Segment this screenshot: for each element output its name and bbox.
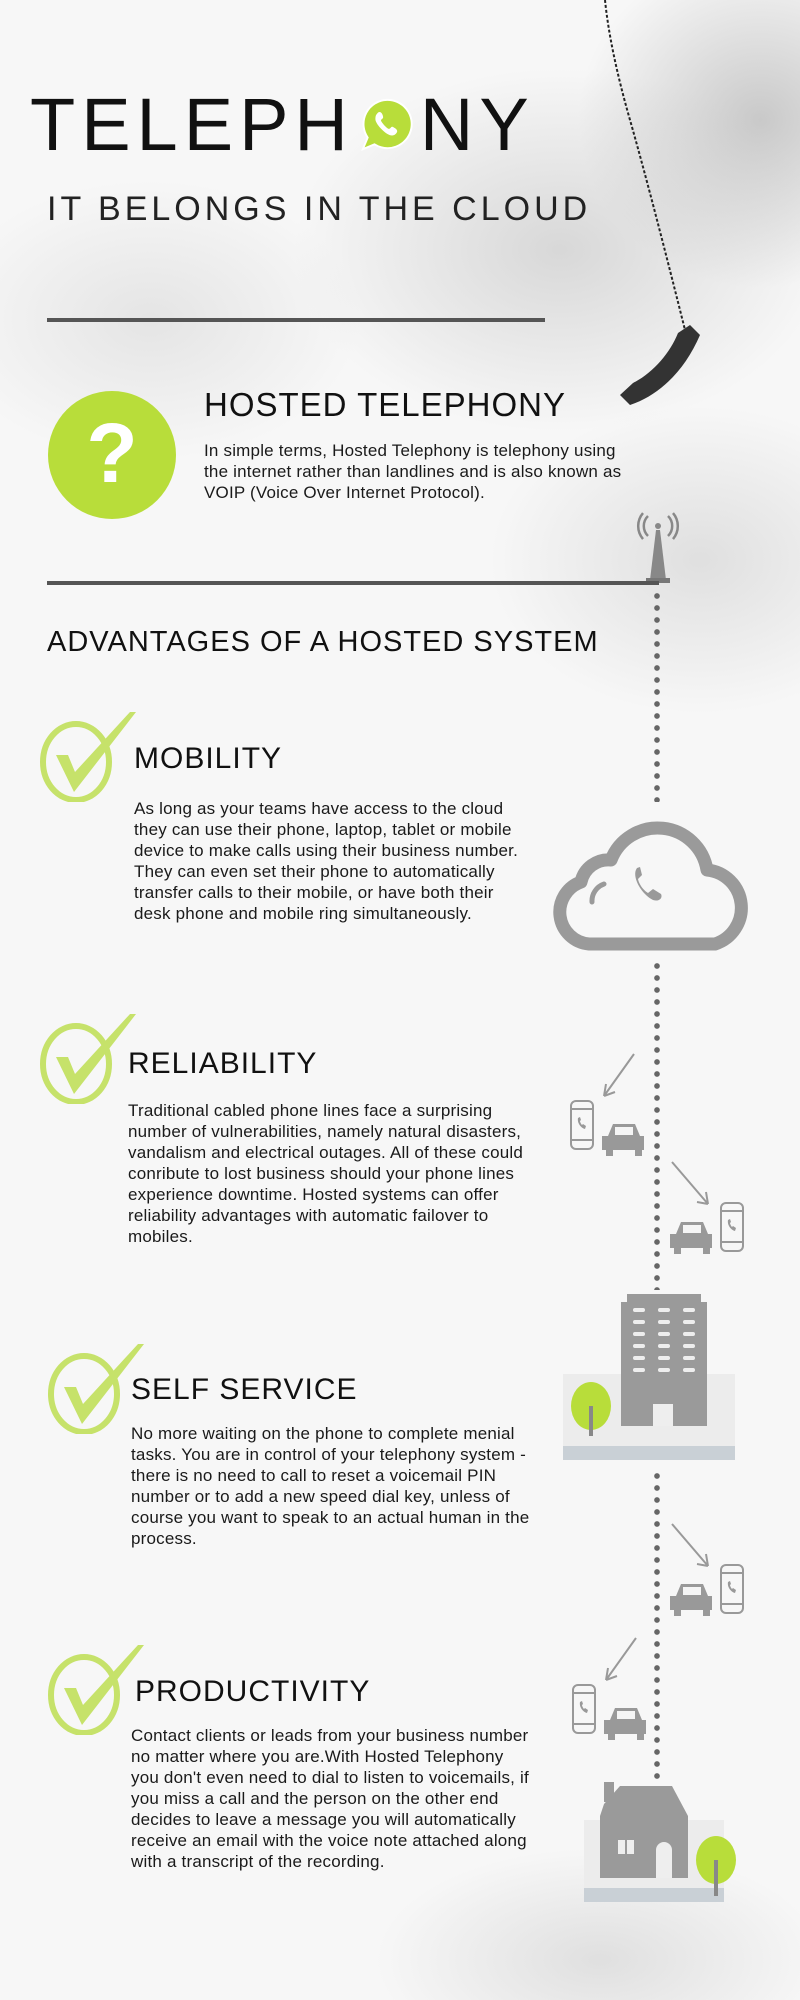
advantage-title: PRODUCTIVITY	[135, 1675, 371, 1708]
advantage-text: No more waiting on the phone to complete…	[131, 1424, 530, 1548]
checkmark-icon	[38, 710, 138, 802]
question-icon: ?	[48, 391, 176, 519]
divider	[47, 581, 659, 585]
hanging-phone-icon	[604, 0, 700, 405]
checkmark-icon	[46, 1643, 146, 1735]
svg-text:?: ?	[86, 406, 137, 500]
checkmark-icon	[38, 1012, 138, 1104]
house-icon	[584, 1782, 736, 1902]
cloud-phone-icon	[553, 821, 748, 951]
advantage-title: SELF SERVICE	[131, 1373, 358, 1406]
advantage-text: Contact clients or leads from your busin…	[131, 1726, 529, 1871]
advantage-text: Traditional cabled phone lines face a su…	[128, 1101, 524, 1246]
signal-tower-icon	[636, 512, 680, 583]
chat-phone-icon	[360, 98, 413, 151]
advantages-title: ADVANTAGES OF A HOSTED SYSTEM	[47, 626, 599, 658]
car-phone-icon	[670, 1161, 744, 1254]
hosted-text: In simple terms, Hosted Telephony is tel…	[204, 441, 622, 502]
dotted-route	[654, 590, 660, 802]
logo-text-end: NY	[419, 83, 535, 166]
advantage-title: RELIABILITY	[128, 1047, 318, 1080]
advantage-title: MOBILITY	[134, 742, 283, 775]
logo-title: TELEPH NY	[30, 88, 535, 162]
advantage-text: As long as your teams have access to the…	[134, 799, 518, 923]
office-building-icon	[563, 1294, 735, 1460]
logo-text-start: TELEPH	[30, 83, 354, 166]
phone-car-icon	[570, 1053, 644, 1156]
phone-car-icon	[572, 1637, 646, 1740]
dotted-route	[654, 1470, 660, 1782]
car-phone-icon	[670, 1523, 744, 1616]
divider	[47, 318, 545, 322]
subtitle: IT BELONGS IN THE CLOUD	[47, 190, 592, 228]
hosted-title: HOSTED TELEPHONY	[204, 386, 566, 423]
dotted-route	[654, 960, 660, 1290]
